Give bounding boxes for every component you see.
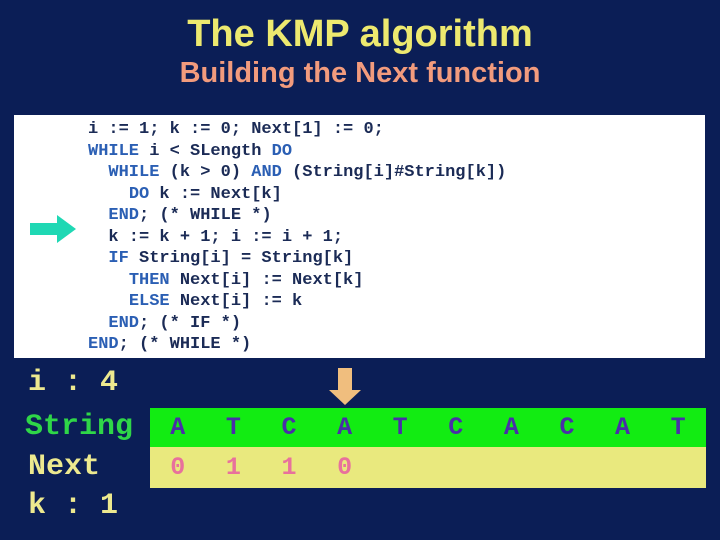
string-cell: C [448, 413, 464, 442]
code-line: END; (* WHILE *) [108, 206, 272, 225]
position-pointer-arrow-icon [328, 368, 361, 405]
code-keyword: DO [128, 184, 150, 204]
code-line: DO k := Next[k] [128, 184, 282, 204]
string-cell: A [337, 413, 353, 442]
code-listing: i := 1; k := 0; Next[1] := 0; WHILE i < S… [14, 115, 705, 356]
string-cell: A [170, 413, 186, 442]
code-keyword: END [108, 206, 140, 225]
code-keyword: END [88, 335, 119, 354]
next-cell [372, 447, 428, 488]
string-row-label: String [25, 410, 134, 444]
string-cell: T [670, 413, 686, 442]
next-cell: 0 [337, 453, 353, 482]
string-cell: A [503, 413, 519, 442]
code-line: END; (* WHILE *) [88, 335, 252, 354]
string-cell: T [225, 413, 241, 442]
code-keyword: END [108, 313, 140, 333]
i-value-label: i : 4 [28, 366, 119, 400]
next-row-label: Next [28, 450, 101, 484]
code-line: WHILE i < SLength DO [88, 141, 293, 161]
code-keyword: IF [108, 249, 129, 268]
next-cell: 1 [225, 453, 241, 482]
execution-pointer-arrow-icon [30, 215, 76, 243]
string-cell: C [559, 413, 575, 442]
string-cell: A [615, 413, 631, 442]
code-keyword: THEN [128, 270, 170, 290]
page-title: The KMP algorithm [187, 13, 533, 55]
code-line: ELSE Next[i] := k [128, 292, 303, 311]
next-cell: 1 [281, 453, 297, 482]
next-cell [650, 447, 706, 488]
next-cell [428, 447, 484, 488]
string-cell: C [281, 413, 297, 442]
code-line: WHILE (k > 0) AND (String[i]#String[k]) [108, 163, 507, 182]
code-keyword: WHILE [108, 163, 160, 182]
code-line: k := k + 1; i := i + 1; [88, 227, 344, 247]
k-value-label: k : 1 [28, 489, 119, 523]
code-line: THEN Next[i] := Next[k] [128, 270, 364, 290]
next-cell [595, 447, 651, 488]
code-line: IF String[i] = String[k] [108, 249, 354, 268]
next-cell [539, 447, 595, 488]
code-keyword: DO [271, 141, 293, 161]
code-keyword: AND [251, 163, 282, 182]
next-cell [484, 447, 540, 488]
next-cell: 0 [170, 453, 186, 482]
code-panel: i := 1; k := 0; Next[1] := 0; WHILE i < S… [14, 115, 705, 358]
page-subtitle: Building the Next function [179, 57, 541, 89]
next-bar: 0 1 1 0 [150, 447, 706, 488]
code-keyword: WHILE [88, 141, 140, 161]
code-line: END; (* IF *) [108, 313, 242, 333]
string-cell: T [392, 413, 408, 442]
code-line: i := 1; k := 0; Next[1] := 0; [88, 120, 384, 139]
code-keyword: ELSE [128, 292, 170, 311]
